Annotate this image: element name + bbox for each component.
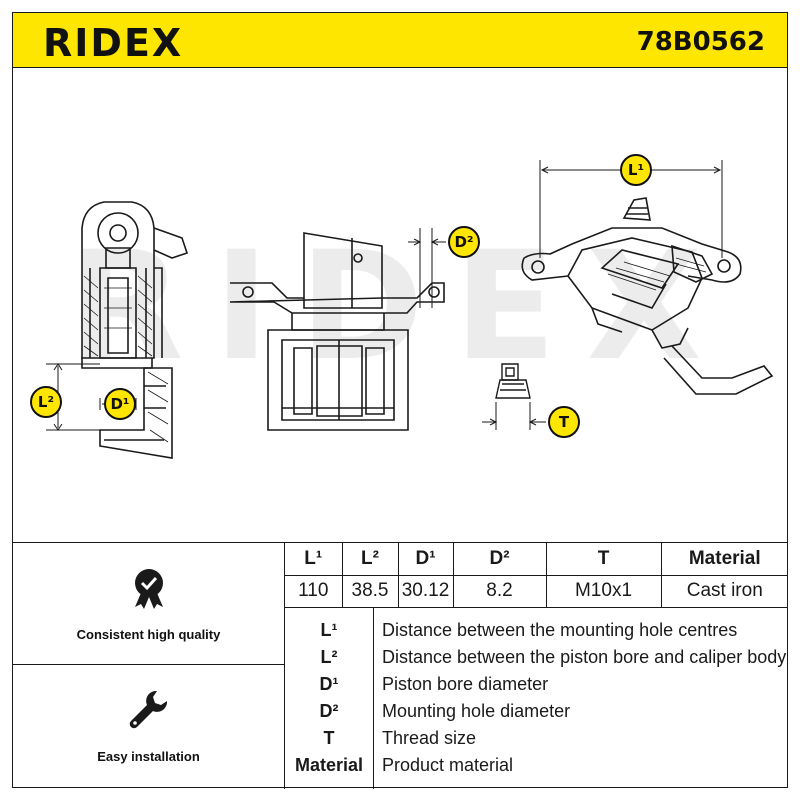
legend-desc: Piston bore diameter bbox=[382, 674, 549, 694]
d2-badge-label: D² bbox=[454, 233, 473, 251]
bleed-screw bbox=[495, 363, 531, 399]
feature-installation: Easy installation bbox=[12, 665, 285, 789]
specs-header-cell: D² bbox=[452, 543, 547, 576]
specs-value-cell: 30.12 bbox=[397, 574, 454, 608]
technical-drawing: RIDEX L² bbox=[12, 68, 788, 542]
iso-detail-lines bbox=[607, 257, 707, 291]
legend-item: L² Distance between the piston bore and … bbox=[285, 644, 788, 670]
feature-quality: Consistent high quality bbox=[12, 543, 285, 665]
legend-list: L¹ Distance between the mounting hole ce… bbox=[285, 607, 788, 789]
d1-badge-label: D¹ bbox=[110, 395, 129, 413]
legend-item: D² Mounting hole diameter bbox=[285, 698, 788, 724]
specs-value-cell: Cast iron bbox=[660, 574, 788, 608]
legend-desc: Distance between the mounting hole centr… bbox=[382, 620, 738, 640]
t-badge-label: T bbox=[559, 413, 570, 431]
legend-key: T bbox=[323, 728, 335, 748]
legend-key: L¹ bbox=[320, 620, 338, 640]
legend-desc: Distance between the piston bore and cal… bbox=[382, 647, 787, 667]
specs-header-cell: T bbox=[545, 543, 662, 576]
feature-label: Consistent high quality bbox=[76, 627, 221, 642]
caliper-drawing-svg: RIDEX L² bbox=[30, 154, 774, 459]
legend-item: L¹ Distance between the mounting hole ce… bbox=[285, 617, 788, 643]
wrench-icon bbox=[129, 690, 168, 729]
t-dimension bbox=[482, 402, 546, 430]
feature-label: Easy installation bbox=[97, 749, 200, 764]
legend-key: Material bbox=[294, 755, 364, 775]
d2-dimension bbox=[408, 228, 446, 308]
specs-value-cell: 38.5 bbox=[341, 574, 399, 608]
legend-desc: Thread size bbox=[382, 728, 477, 748]
specs-header-cell: L² bbox=[341, 543, 399, 576]
l2-badge bbox=[30, 386, 62, 418]
legend-desc: Mounting hole diameter bbox=[382, 701, 571, 721]
features-column: Consistent high quality Easy installatio… bbox=[12, 543, 285, 789]
l1-badge-label: L¹ bbox=[628, 161, 644, 179]
specs-header-cell: D¹ bbox=[397, 543, 454, 576]
d1-badge bbox=[104, 388, 136, 420]
brand-logo: RIDEX bbox=[43, 21, 184, 65]
legend-item: Material Product material bbox=[285, 752, 788, 778]
watermark-text: RIDEX bbox=[68, 220, 732, 394]
t-badge bbox=[548, 406, 580, 438]
specs-header-cell: Material bbox=[660, 543, 788, 576]
specs-table: L¹ L² D¹ D² T Material 110 38.5 30.12 8.… bbox=[285, 543, 788, 608]
specs-value-row: 110 38.5 30.12 8.2 M10x1 Cast iron bbox=[285, 574, 788, 608]
specs-value-cell: M10x1 bbox=[545, 574, 662, 608]
info-panel: Consistent high quality Easy installatio… bbox=[12, 542, 788, 789]
specs-header-cell: L¹ bbox=[285, 543, 343, 576]
specs-value-cell: 8.2 bbox=[452, 574, 547, 608]
legend-item: D¹ Piston bore diameter bbox=[285, 671, 788, 697]
legend-divider bbox=[373, 607, 374, 789]
caliper-front-view bbox=[229, 232, 445, 431]
l2-badge-label: L² bbox=[38, 393, 54, 411]
legend-desc: Product material bbox=[382, 755, 514, 775]
specs-value-cell: 110 bbox=[285, 574, 343, 608]
legend-key: L² bbox=[320, 647, 338, 667]
legend-key: D² bbox=[319, 701, 339, 721]
d2-badge bbox=[448, 226, 480, 258]
legend-key: D¹ bbox=[319, 674, 339, 694]
caliper-section-view bbox=[81, 201, 189, 459]
legend-item: T Thread size bbox=[285, 725, 788, 751]
quality-badge-icon bbox=[135, 569, 163, 609]
product-code: 78B0562 bbox=[636, 27, 765, 57]
specs-header-row: L¹ L² D¹ D² T Material bbox=[285, 543, 788, 576]
l1-badge bbox=[620, 154, 652, 186]
section-hatching bbox=[83, 275, 169, 443]
caliper-iso-view bbox=[521, 197, 774, 395]
header-bar: RIDEX 78B0562 bbox=[12, 12, 788, 68]
